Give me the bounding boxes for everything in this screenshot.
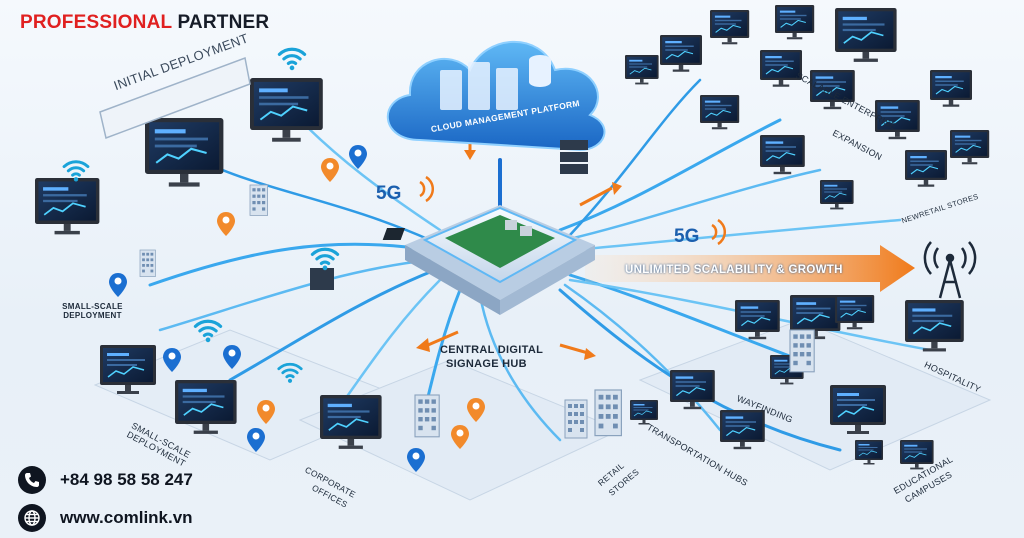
contact-website: www.comlink.vn [18, 504, 193, 532]
signal-5g-icon [419, 175, 727, 246]
brand-title: PROFESSIONAL PARTNER [20, 12, 269, 34]
phone-number[interactable]: +84 98 58 58 247 [60, 470, 193, 489]
brand-word-professional: PROFESSIONAL [20, 12, 172, 33]
contact-phone: +84 98 58 58 247 [18, 466, 193, 494]
label-5g-left: 5G [376, 183, 402, 204]
phone-icon [18, 466, 46, 494]
cell-tower-icon [923, 241, 977, 299]
cloud-icon [386, 40, 606, 152]
central-hub [382, 205, 595, 315]
website-link[interactable]: www.comlink.vn [60, 508, 193, 527]
label-central-hub-line2: SIGNAGE HUB [446, 358, 527, 370]
globe-icon [18, 504, 46, 532]
monitors-enterprise [624, 4, 990, 210]
label-unlimited-scalability: UNLIMITED SCALABILITY & GROWTH [625, 264, 843, 276]
label-small-scale-top: SMALL-SCALE DEPLOYMENT [62, 302, 123, 321]
label-5g-right: 5G [674, 226, 700, 247]
growth-arrows [416, 125, 915, 360]
brand-word-partner: PARTNER [177, 12, 270, 33]
label-central-hub-line1: CENTRAL DIGITAL [440, 344, 544, 356]
server-icon [310, 140, 588, 290]
growth-arrow-icon [585, 245, 915, 292]
initial-deployment-sign [99, 56, 251, 140]
